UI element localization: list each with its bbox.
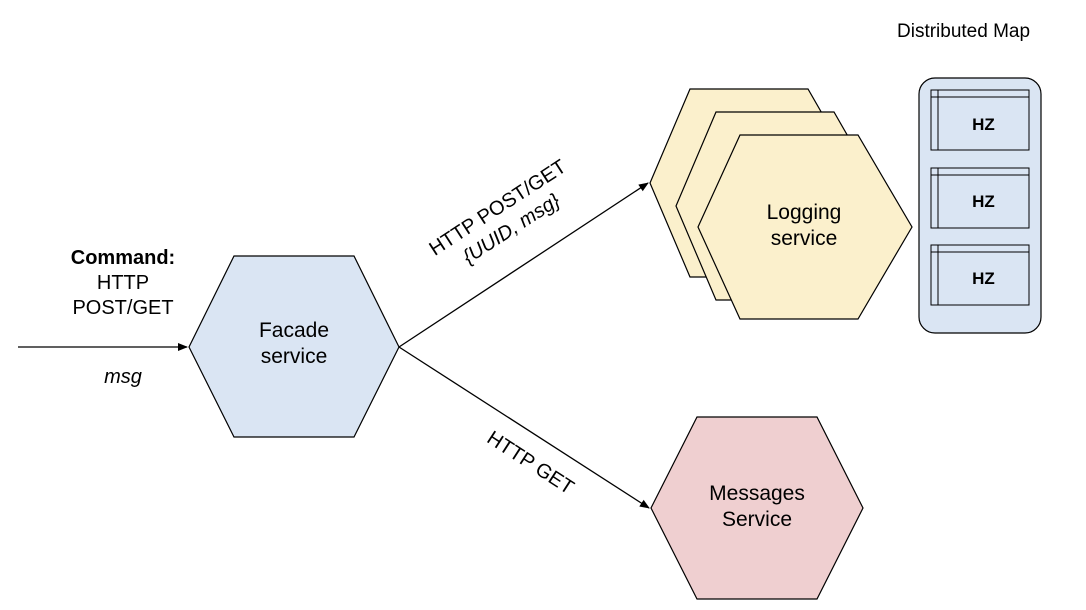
messages-hex[interactable]: [650, 416, 864, 600]
hz-node-3[interactable]: [930, 244, 1030, 306]
logging-hex-front[interactable]: [697, 134, 913, 320]
facade-label: Facade service: [234, 318, 354, 371]
command-param: msg: [104, 366, 142, 388]
hz-node-label: HZ: [972, 115, 995, 134]
command-title: Command:: [70, 247, 176, 269]
command-label: Command: HTTP POST/GET: [48, 246, 198, 321]
hz-node-label: HZ: [972, 192, 995, 211]
logging-label-line2: service: [770, 227, 838, 251]
messages-label-line2: Service: [721, 508, 793, 532]
command-line1: HTTP: [96, 272, 150, 294]
logging-label-line1: Logging: [766, 201, 842, 224]
hz-node-1[interactable]: [930, 89, 1030, 151]
command-line2: POST/GET: [72, 297, 174, 319]
facade-label-line2: service: [260, 345, 328, 369]
logging-label: Logging service: [744, 200, 864, 253]
edge-to-logging: [398, 182, 649, 348]
messages-label: Messages Service: [697, 481, 817, 534]
hz-node-2[interactable]: [930, 167, 1030, 229]
facade-hex[interactable]: [188, 255, 400, 438]
hz-node-label: HZ: [972, 269, 995, 288]
distributed-map-title: Distributed Map: [897, 21, 1031, 42]
messages-label-line1: Messages: [709, 482, 805, 505]
edge-to-messages: [398, 346, 650, 509]
facade-label-line1: Facade: [258, 319, 330, 342]
